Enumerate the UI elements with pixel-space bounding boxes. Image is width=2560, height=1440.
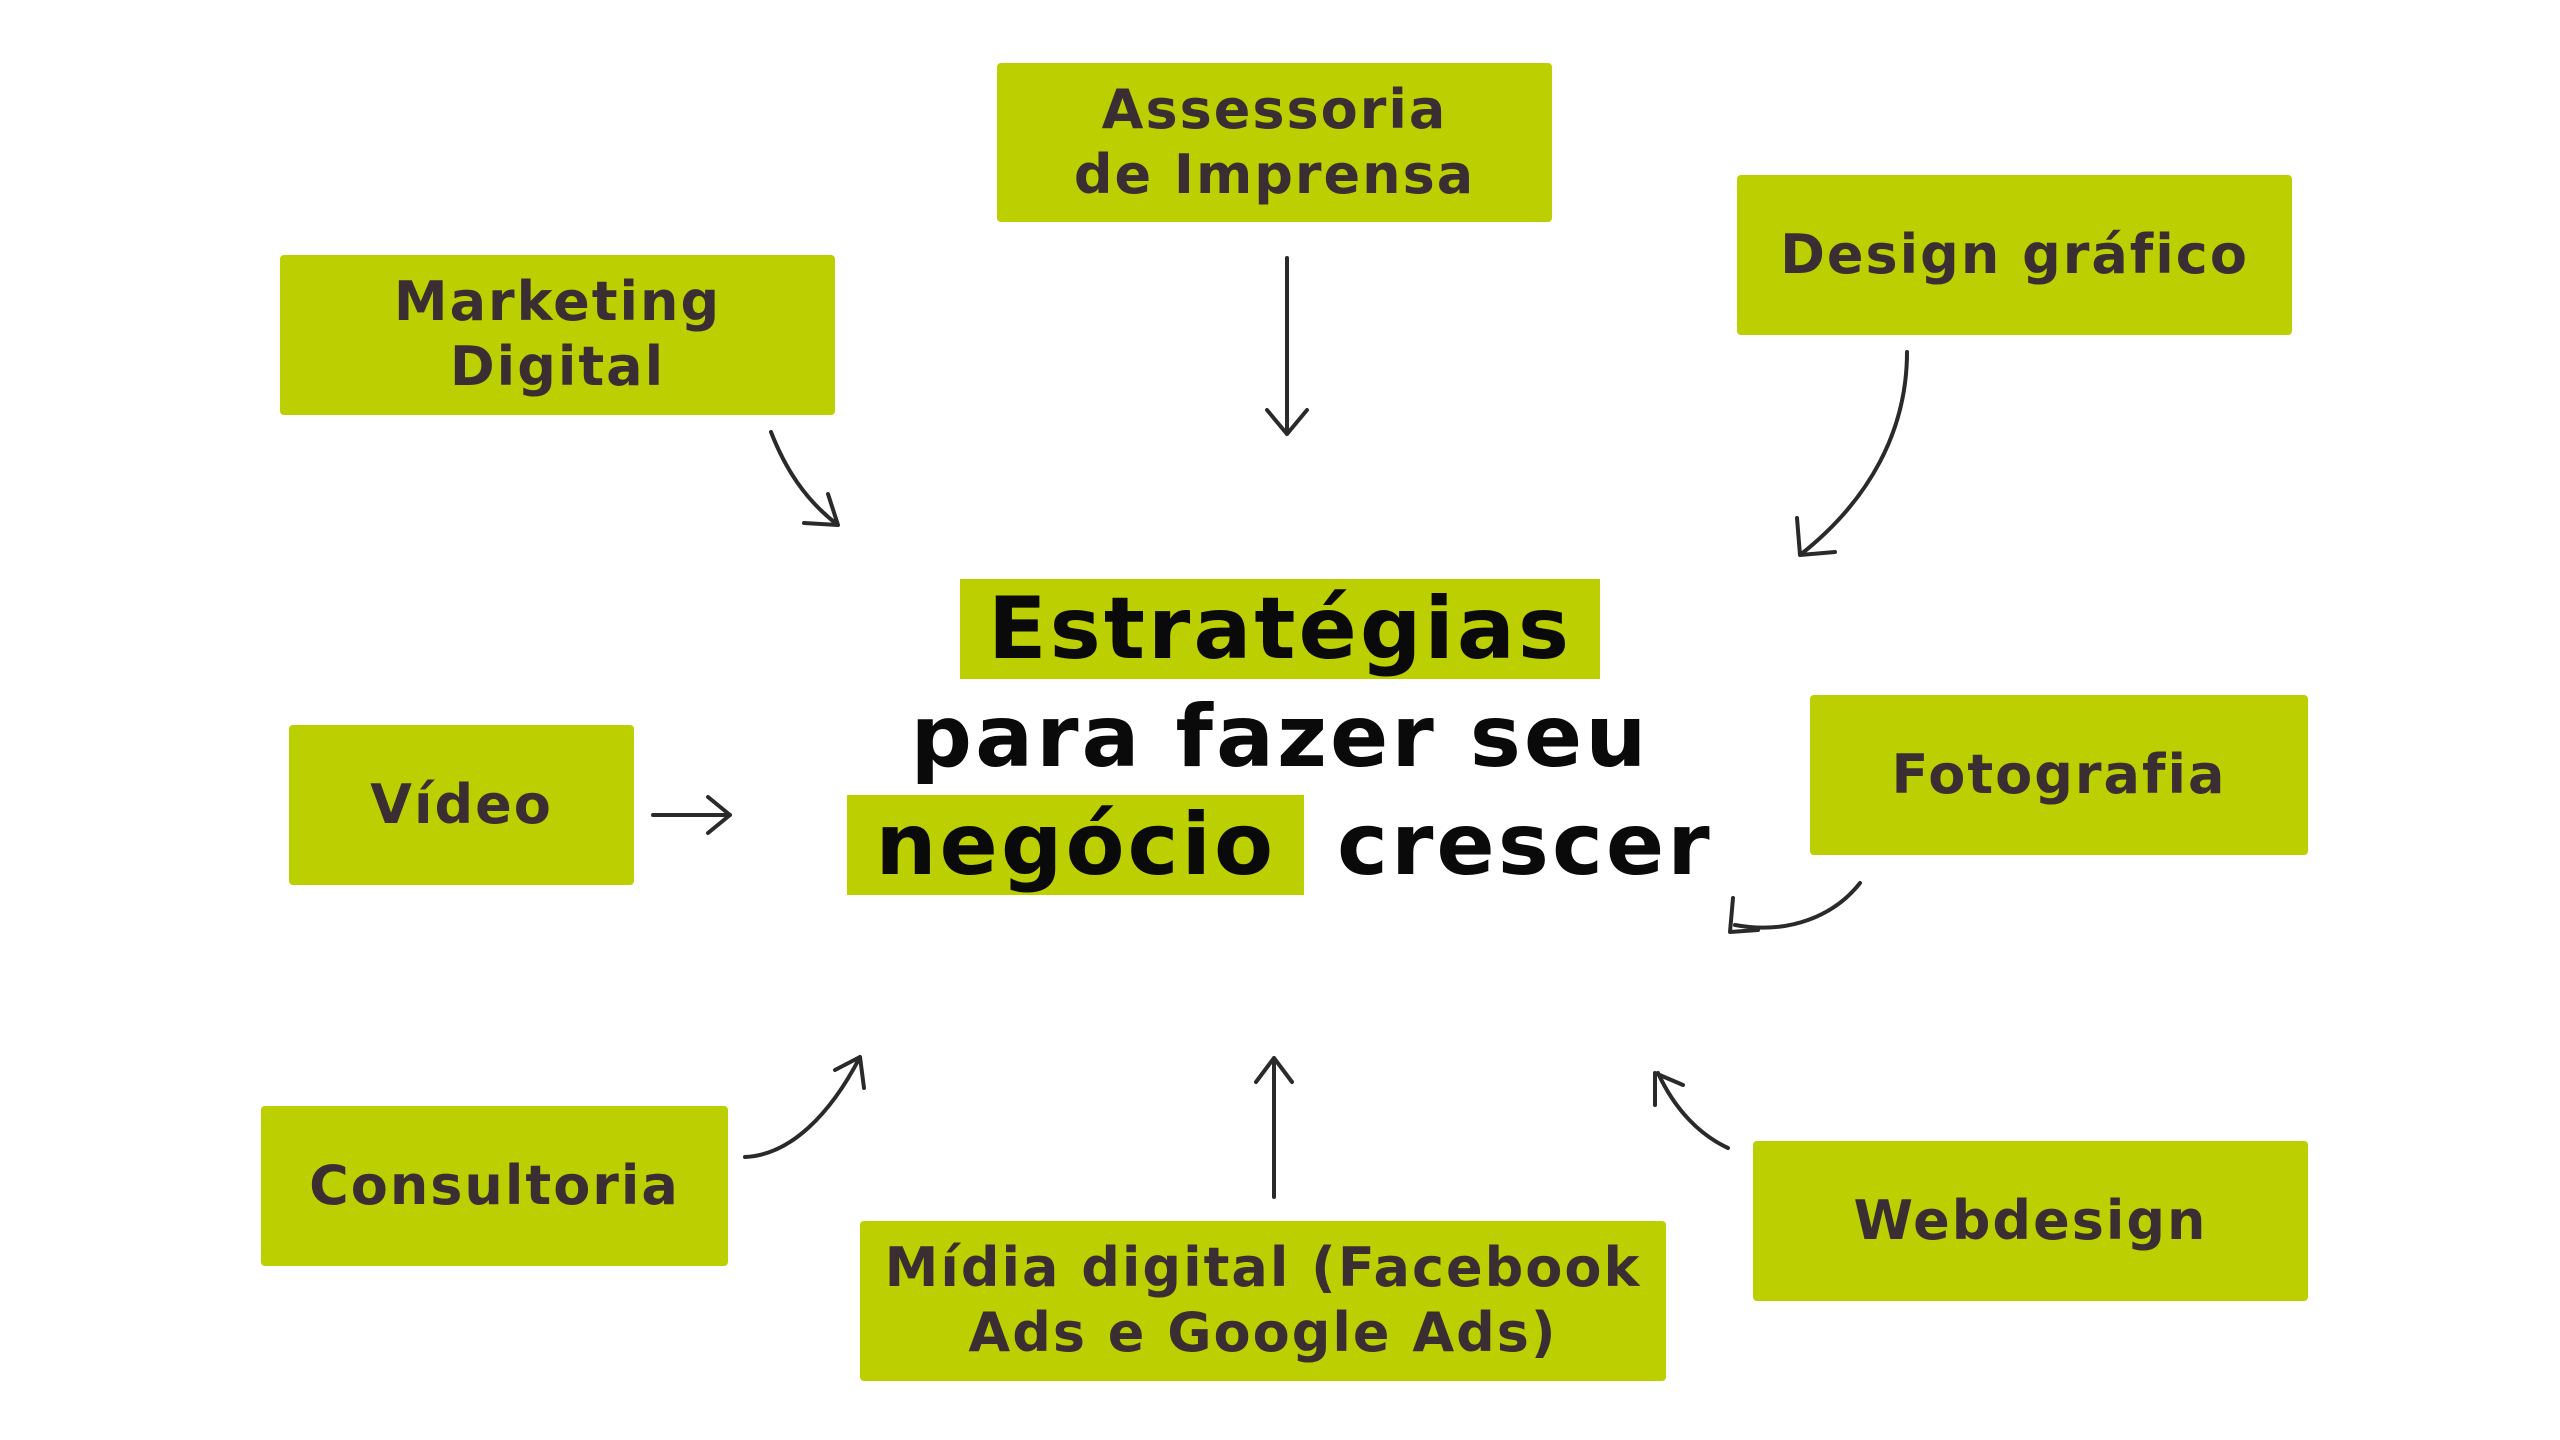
node-video: Vídeo (289, 725, 634, 885)
node-consultoria: Consultoria (261, 1106, 728, 1266)
node-webdesign: Webdesign (1753, 1141, 2308, 1301)
central-highlight-negocio: negócio (847, 795, 1305, 895)
arrow-consultoria (743, 1055, 866, 1159)
node-marketing-digital: Marketing Digital (280, 255, 835, 415)
node-design-grafico: Design gráfico (1737, 175, 2292, 335)
arrow-design (1795, 350, 1909, 557)
arrow-assessoria (1265, 256, 1309, 436)
central-word-crescer: crescer (1337, 795, 1713, 895)
arrow-midia (1254, 1056, 1294, 1199)
central-line-2: para fazer seu (910, 687, 1650, 787)
arrow-fotografia (1728, 881, 1862, 934)
arrow-webdesign (1653, 1071, 1730, 1150)
node-midia-digital: Mídia digital (Facebook Ads e Google Ads… (860, 1221, 1666, 1381)
node-fotografia: Fotografia (1810, 695, 2308, 855)
arrow-video (651, 795, 732, 835)
arrow-marketing (769, 430, 840, 527)
node-assessoria-de-imprensa: Assessoria de Imprensa (997, 63, 1552, 222)
central-highlight-estrategias: Estratégias (959, 579, 1601, 679)
central-title: Estratégias para fazer seu negócio cresc… (760, 575, 1800, 899)
